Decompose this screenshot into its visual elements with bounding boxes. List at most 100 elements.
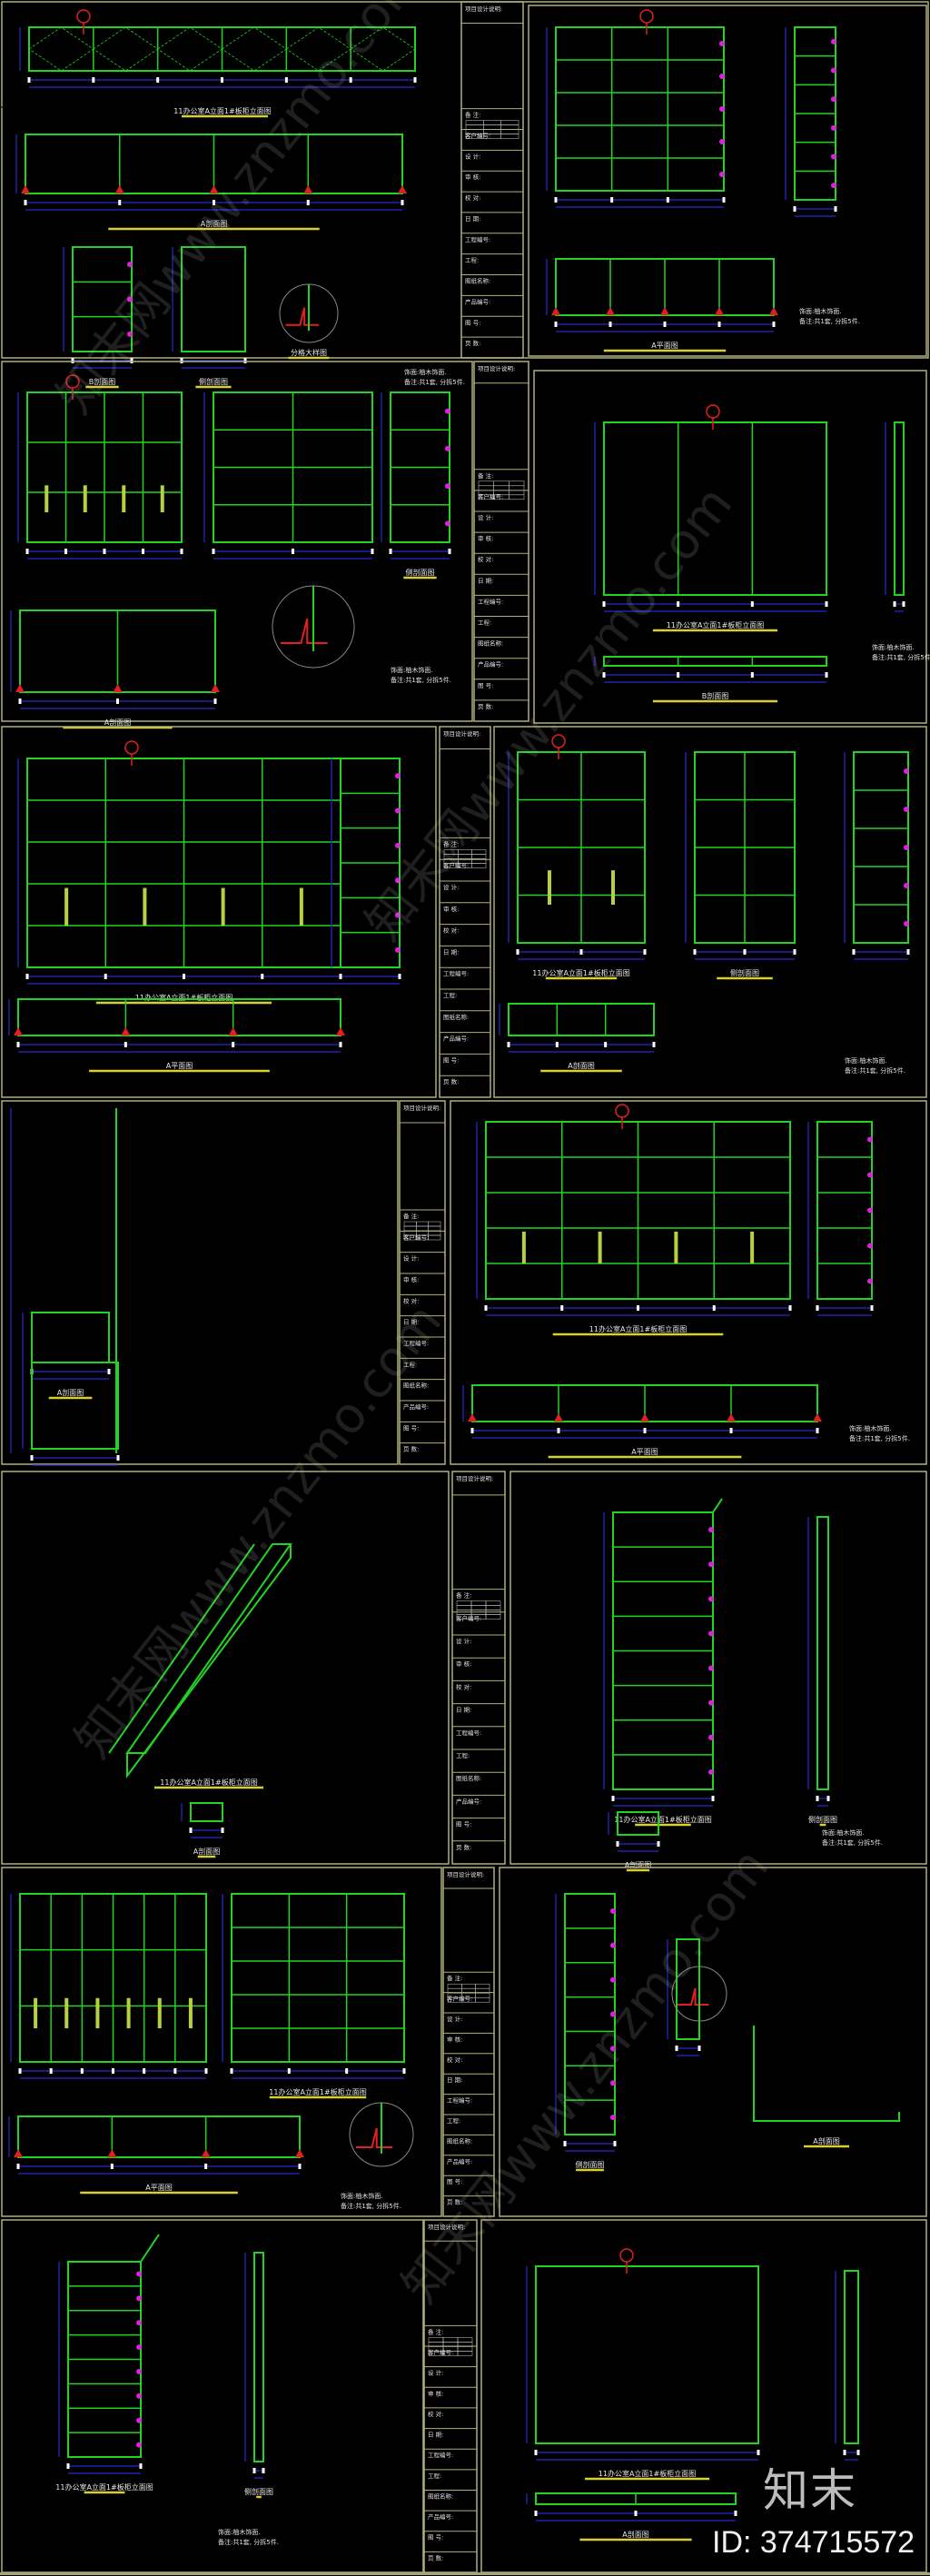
drawing-caption: B剖面图 <box>702 691 729 700</box>
cabinet-drawing <box>10 1893 208 2079</box>
cabinet-drawing <box>381 391 451 560</box>
section-foot <box>398 185 407 193</box>
title-block-label: 页 数: <box>478 702 493 710</box>
dimension-tick <box>906 949 910 955</box>
section-foot <box>209 185 219 193</box>
cabinet-drawing <box>603 1511 715 1807</box>
revision-table-cell <box>465 124 484 130</box>
revision-table-cell <box>442 2337 459 2343</box>
dimension-tick <box>788 1305 792 1311</box>
title-block: 项目设计说明:备 注:客户编号:设 计:审 核:校 对:日 期:工程编号:工程:… <box>439 726 491 1098</box>
title-block-header: 项目设计说明: <box>403 1104 440 1112</box>
dimension-tick <box>25 974 29 979</box>
cabinet-drawing <box>785 26 837 217</box>
door-handle <box>83 485 87 512</box>
hinge-mark <box>395 842 401 848</box>
dimension-tick <box>560 1305 564 1311</box>
detail-profile <box>285 307 320 326</box>
dimension-tick <box>757 2450 760 2455</box>
revision-table-cell <box>493 481 510 487</box>
drawing-caption: 侧剖面图 <box>808 1815 837 1824</box>
hinge-mark <box>867 1136 873 1143</box>
hinge-mark <box>867 1172 873 1178</box>
hinge-mark <box>610 2080 616 2086</box>
cabinet-isometric <box>125 1543 292 1754</box>
door-swing-mark <box>221 26 288 72</box>
drawing-caption: A剖面图 <box>625 1860 651 1869</box>
title-block-frame <box>473 361 529 722</box>
revision-table-cell <box>458 854 472 859</box>
cabinet-outline <box>853 751 909 944</box>
sheet-frame <box>528 5 927 357</box>
dimension-tick <box>608 322 612 327</box>
revision-table-cell <box>509 490 525 496</box>
dimension-tick <box>180 549 183 554</box>
door-swing-mark <box>350 26 416 72</box>
door-swing-mark <box>156 26 223 72</box>
hinge-mark <box>445 408 450 414</box>
cabinet-isometric <box>108 1543 292 1778</box>
dimension-tick <box>130 358 134 363</box>
hinge-mark <box>610 1907 616 1914</box>
revision-table-cell <box>403 1221 417 1227</box>
dimension-tick <box>772 322 776 327</box>
dimension-tick <box>677 601 680 607</box>
title-block-label: 工程编号: <box>478 597 503 605</box>
hinge-mark <box>136 2320 142 2326</box>
title-block-label: 产品编号: <box>478 660 503 669</box>
dimension-tick <box>743 949 747 955</box>
dimension-tick <box>834 206 837 212</box>
dimension-tick <box>634 2511 638 2516</box>
revision-table-cell <box>500 120 519 125</box>
dimension-tick <box>657 1841 660 1847</box>
cabinet-drawing <box>885 421 905 612</box>
revision-table-cell <box>478 485 494 491</box>
cabinet-drawing <box>546 9 726 208</box>
section-foot <box>121 1027 131 1035</box>
revision-table-cell <box>485 1614 501 1620</box>
dimension-tick <box>212 549 215 554</box>
hinge-mark <box>831 38 836 45</box>
title-block-label: 工程编号: <box>465 235 490 243</box>
drawing-caption: 11办公室A立面1#板柜立面图 <box>532 968 629 977</box>
title-block-label: 页 数: <box>428 2553 443 2561</box>
title-block-label: 图纸名称: <box>478 639 503 648</box>
dimension-tick <box>484 1305 488 1311</box>
section-foot <box>660 307 669 315</box>
title-block-label: 工程: <box>456 1751 470 1759</box>
remark-note: 备注:共1套, 分拆5件. <box>799 317 860 325</box>
title-block-label: 审 核: <box>443 905 459 913</box>
door-swing-mark <box>285 26 351 72</box>
drawing-caption: 11办公室A立面1#板柜立面图 <box>173 106 271 115</box>
cabinet-drawing <box>608 1811 660 1852</box>
cabinet-drawing <box>15 134 407 211</box>
dimension-tick <box>413 77 417 83</box>
drawing-caption: 11办公室A立面1#板柜立面图 <box>135 993 232 1002</box>
remark-note: 备注:共1套, 分拆5件. <box>845 1066 905 1075</box>
hinge-mark <box>395 946 401 953</box>
title-block-label: 客户编号: <box>465 131 490 139</box>
door-swing-mark <box>93 26 159 72</box>
dimension-tick <box>398 974 401 979</box>
title-block-label: 产品编号: <box>456 1797 481 1805</box>
dimension-tick <box>610 197 614 203</box>
sheet-frame <box>493 726 927 1098</box>
section-marker-icon <box>619 2248 634 2263</box>
door-handle <box>143 887 147 926</box>
title-block-label: 工程: <box>428 2472 441 2480</box>
cabinet-drawing <box>19 9 417 88</box>
finish-note: 饰面:柚木饰面. <box>391 666 433 674</box>
cabinet-drawing <box>594 656 828 683</box>
title-block-label: 校 对: <box>456 1682 471 1690</box>
door-handle <box>45 485 49 512</box>
door-handle <box>126 1997 131 2028</box>
cabinet-drawing <box>181 1802 224 1838</box>
hinge-mark <box>127 331 133 337</box>
title-block-label: 图 号: <box>428 2534 443 2541</box>
title-block-frame <box>451 1471 506 1865</box>
title-block-frame <box>442 1867 495 2217</box>
dimension-tick <box>66 2463 70 2469</box>
sheet-frame <box>1 1867 442 2217</box>
title-block-label: 设 计: <box>465 152 480 160</box>
